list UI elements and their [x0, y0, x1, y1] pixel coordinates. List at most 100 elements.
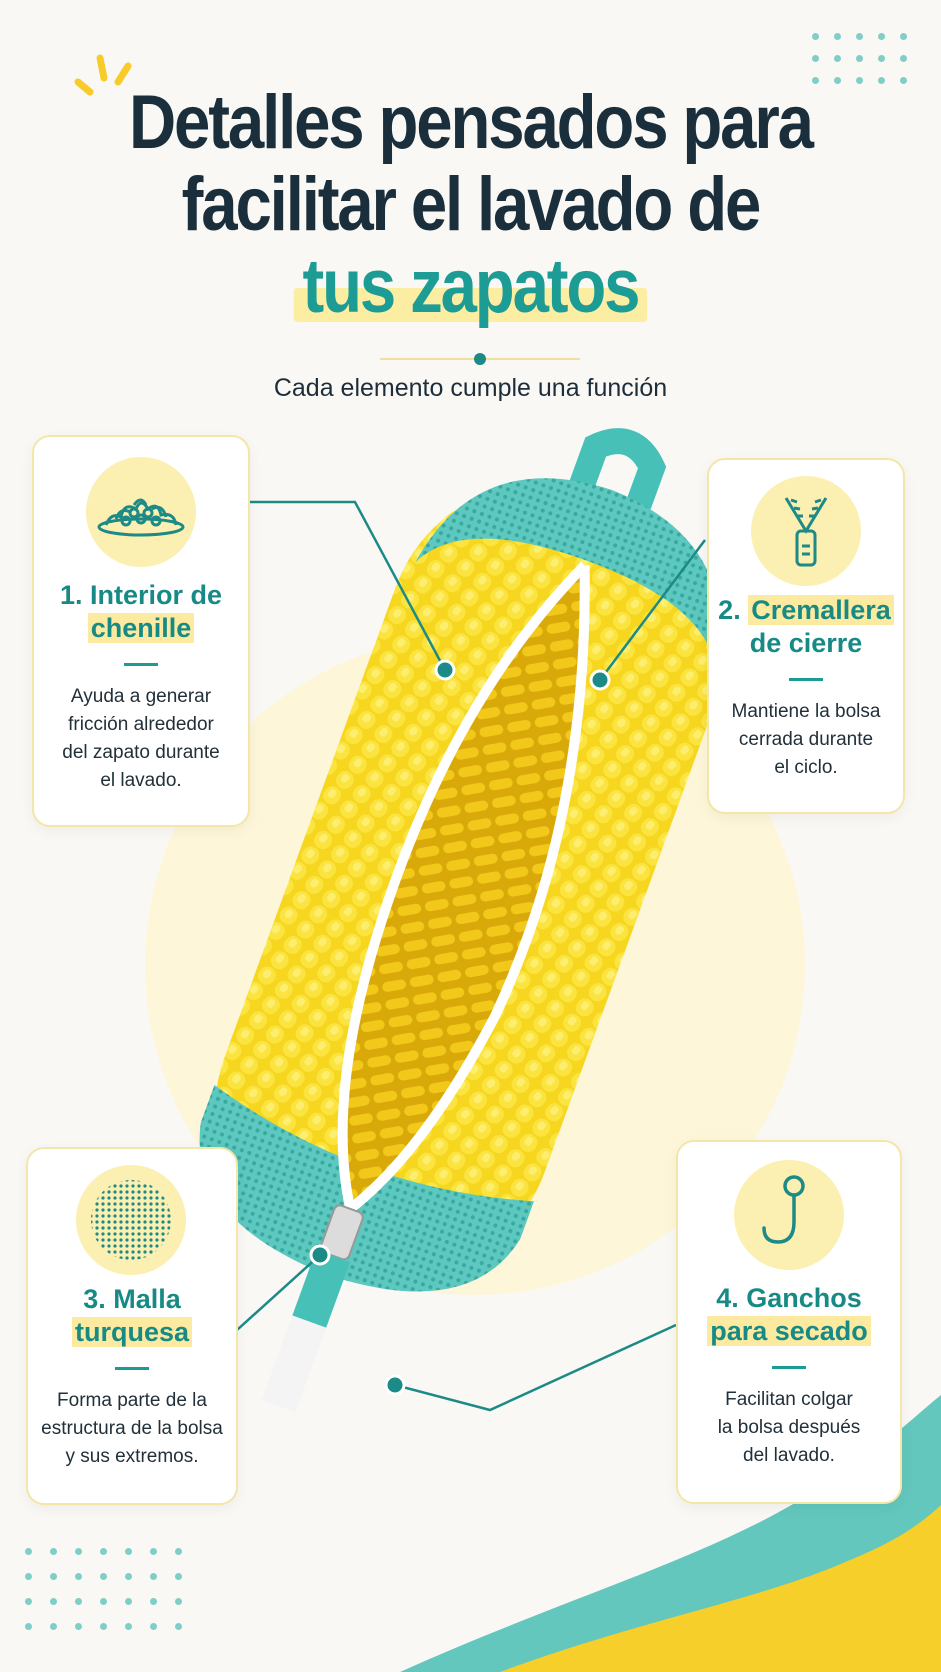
- decor-dot: [125, 1573, 132, 1580]
- hook-icon: [762, 1175, 805, 1244]
- decor-dot: [812, 33, 819, 40]
- feature-dash-2: [789, 678, 823, 681]
- feature-card-1: 1. Interior de chenille Ayuda a generar …: [32, 435, 250, 827]
- desc-2-line-2: cerrada durante: [738, 729, 874, 750]
- decor-dot: [125, 1598, 132, 1605]
- mesh-icon: [91, 1180, 171, 1260]
- zipper-tab-white: [261, 1315, 327, 1413]
- decor-dot: [75, 1623, 82, 1630]
- connector-dot-3: [309, 1244, 331, 1266]
- decor-dot: [900, 33, 907, 40]
- desc-1-line-2: fricción alrededor: [68, 714, 214, 735]
- feature-description-1: Ayuda a generar fricción alrededor del z…: [44, 683, 238, 795]
- feature-description-3: Forma parte de la estructura de la bolsa…: [38, 1387, 226, 1471]
- feature-title-4-highlight: para secado: [707, 1316, 871, 1346]
- decor-dot: [100, 1623, 107, 1630]
- decor-dot: [812, 77, 819, 84]
- icon-badge-3: [76, 1165, 186, 1275]
- title-highlight-text: tus zapatos: [302, 244, 640, 329]
- decor-dot: [100, 1548, 107, 1555]
- desc-3-line-2: estructura de la bolsa: [41, 1418, 223, 1439]
- decor-dot: [856, 77, 863, 84]
- decor-dot: [50, 1623, 57, 1630]
- decor-dot: [175, 1548, 182, 1555]
- feature-title-2-highlight: Cremallera: [748, 595, 894, 625]
- title-line-2: facilitar el lavado de: [181, 162, 762, 247]
- desc-1-line-3: del zapato durante: [62, 742, 220, 763]
- desc-4-line-2: la bolsa después: [717, 1417, 861, 1438]
- feature-description-2: Mantiene la bolsa cerrada durante el cic…: [719, 698, 893, 782]
- decor-dot: [150, 1573, 157, 1580]
- decor-dot: [878, 77, 885, 84]
- feature-title-1-highlight: chenille: [87, 613, 195, 643]
- decor-dot: [175, 1623, 182, 1630]
- decor-dot: [900, 55, 907, 62]
- decor-dot: [834, 77, 841, 84]
- decor-dot: [50, 1548, 57, 1555]
- zipper-tab-teal: [292, 1249, 351, 1328]
- decor-dot: [100, 1573, 107, 1580]
- divider-dot: [474, 353, 486, 365]
- desc-4-line-3: del lavado.: [743, 1445, 835, 1466]
- decor-dot: [856, 55, 863, 62]
- decor-dot: [878, 33, 885, 40]
- decor-dot: [125, 1548, 132, 1555]
- decor-dot: [812, 55, 819, 62]
- title-line-3: tus zapatos: [293, 244, 647, 329]
- desc-1-line-4: el lavado.: [100, 770, 182, 791]
- decor-dot: [75, 1598, 82, 1605]
- sparkle-icon: [74, 54, 132, 96]
- feature-title-3: 3. Malla turquesa: [28, 1283, 236, 1349]
- decor-dot: [878, 55, 885, 62]
- feature-dash-3: [115, 1367, 149, 1370]
- desc-2-line-1: Mantiene la bolsa: [731, 701, 881, 722]
- connector-dot-2: [589, 669, 611, 691]
- feature-dash-4: [772, 1366, 806, 1369]
- icon-badge-2: [751, 476, 861, 586]
- decor-dot: [75, 1573, 82, 1580]
- connector-4: [394, 1323, 677, 1412]
- bag-mesh-top: [415, 478, 721, 672]
- decor-dot: [25, 1548, 32, 1555]
- bag-opening: [342, 565, 585, 1209]
- feature-title-1: 1. Interior de chenille: [34, 579, 248, 645]
- decor-dot: [834, 33, 841, 40]
- feature-description-4: Facilitan colgar la bolsa después del la…: [688, 1386, 890, 1470]
- chenille-tuft-icon: [97, 498, 185, 537]
- desc-2-line-3: el ciclo.: [774, 757, 838, 778]
- zipper-icon: [784, 497, 828, 567]
- decor-dot: [25, 1573, 32, 1580]
- desc-1-line-1: Ayuda a generar: [70, 686, 212, 707]
- icon-badge-4: [734, 1160, 844, 1270]
- decor-dot: [175, 1598, 182, 1605]
- desc-3-line-3: y sus extremos.: [65, 1446, 199, 1467]
- decor-dot: [856, 33, 863, 40]
- feature-title-4-number: 4. Ganchos: [716, 1283, 862, 1313]
- feature-title-4: 4. Ganchos para secado: [678, 1282, 900, 1348]
- connector-dot-4: [384, 1374, 406, 1396]
- decor-dot: [150, 1598, 157, 1605]
- decor-dot: [25, 1598, 32, 1605]
- connector-2: [599, 539, 706, 681]
- feature-card-3: 3. Malla turquesa Forma parte de la estr…: [26, 1147, 238, 1505]
- feature-title-1-line1: 1. Interior de: [59, 580, 223, 610]
- title-line-1: Detalles pensados para: [128, 80, 814, 165]
- page-subtitle: Cada elemento cumple una función: [273, 374, 668, 402]
- feature-title-2-number: 2.: [718, 595, 741, 625]
- bag-handle: [569, 428, 667, 510]
- decor-dot: [834, 55, 841, 62]
- page-title: Detalles pensados para facilitar el lava…: [66, 82, 875, 328]
- feature-title-2: 2. Cremallera de cierre: [709, 594, 903, 660]
- decor-dot: [100, 1598, 107, 1605]
- yellow-wave: [500, 1505, 941, 1672]
- connector-3: [236, 1254, 321, 1331]
- desc-3-line-1: Forma parte de la: [57, 1390, 207, 1411]
- feature-title-3-highlight: turquesa: [71, 1317, 193, 1347]
- decor-dot: [50, 1598, 57, 1605]
- decor-dot: [150, 1548, 157, 1555]
- decor-dot: [900, 77, 907, 84]
- icon-badge-1: [86, 457, 196, 567]
- decor-dot: [50, 1573, 57, 1580]
- connector-1: [248, 500, 447, 671]
- connector-dot-1: [434, 659, 456, 681]
